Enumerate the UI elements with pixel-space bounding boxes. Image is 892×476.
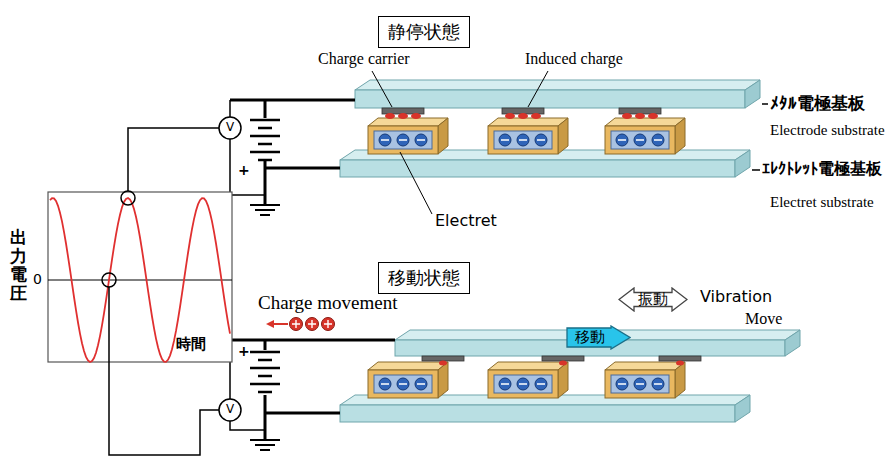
leader-lines-part bbox=[528, 71, 548, 107]
move-arrow: 移動 bbox=[566, 325, 631, 350]
top-state-assembly-part bbox=[745, 80, 760, 108]
node-text: 振動 bbox=[638, 290, 668, 309]
top-state-assembly-part bbox=[488, 118, 568, 154]
state-title-box: 移動状態 bbox=[378, 262, 470, 294]
moving-state-assembly-part bbox=[488, 362, 568, 398]
top-circuit-part bbox=[230, 99, 355, 102]
moving-circuit-part bbox=[265, 340, 340, 440]
node-text: 静停状態 bbox=[388, 20, 460, 44]
axis-label: 出力電圧 bbox=[10, 228, 27, 303]
oscilloscope-part bbox=[48, 192, 232, 362]
moving-state-assembly-part bbox=[422, 356, 464, 366]
top-circuit-part bbox=[230, 100, 265, 195]
oscilloscope-part bbox=[121, 191, 135, 205]
oscilloscope-part bbox=[109, 287, 219, 455]
moving-circuit-part bbox=[219, 399, 241, 421]
output-sine-wave bbox=[50, 198, 230, 362]
voltmeter-symbol: V bbox=[226, 403, 234, 417]
callout-label: Charge movement bbox=[258, 292, 397, 314]
arrow-shape bbox=[567, 326, 630, 349]
moving-state-assembly-part bbox=[785, 330, 800, 356]
polarity-sign: + bbox=[238, 343, 250, 359]
top-circuit-part bbox=[219, 117, 241, 139]
part-name: ｴﾚｸﾄﾚｯﾄ電極基板 bbox=[762, 160, 882, 178]
oscilloscope-part bbox=[48, 280, 232, 281]
moving-state-assembly-part bbox=[659, 356, 701, 366]
part-name: Electrode substrate bbox=[770, 122, 885, 139]
motion-label: Vibration bbox=[700, 288, 772, 306]
voltmeter-symbol: V bbox=[226, 121, 234, 135]
top-state-assembly bbox=[340, 80, 760, 177]
top-state-assembly-part bbox=[605, 118, 685, 154]
leader-lines-part bbox=[762, 103, 768, 105]
charge-movement-symbol-part bbox=[272, 323, 288, 325]
callout-label: Electret bbox=[435, 212, 497, 230]
axis-value: 0 bbox=[33, 271, 42, 287]
charge-movement-symbol-part bbox=[292, 320, 332, 328]
node-text: 移動 bbox=[575, 328, 605, 347]
top-state-assembly-part bbox=[340, 160, 735, 177]
oscilloscope-part bbox=[102, 273, 116, 287]
top-state-assembly-part bbox=[355, 90, 745, 108]
charge-movement-symbol bbox=[266, 318, 335, 331]
node-text: 移動状態 bbox=[388, 266, 460, 290]
top-state-assembly-part bbox=[382, 108, 424, 119]
polarity-sign: + bbox=[238, 162, 250, 178]
top-state-assembly-part bbox=[368, 118, 448, 154]
oscilloscope bbox=[48, 128, 232, 455]
top-state-assembly-part bbox=[355, 80, 760, 90]
callout-label: Charge carrier bbox=[318, 50, 410, 68]
moving-state-assembly-part bbox=[542, 356, 584, 366]
leader-lines-part bbox=[372, 71, 392, 107]
top-state-assembly-part bbox=[735, 150, 750, 177]
top-state-assembly-part bbox=[502, 108, 544, 119]
moving-state-assembly-part bbox=[368, 362, 448, 398]
part-name: Electret substrate bbox=[770, 194, 874, 211]
moving-circuit-part bbox=[230, 339, 395, 342]
part-name: ﾒﾀﾙ電極基板 bbox=[770, 94, 865, 114]
moving-circuit bbox=[219, 340, 395, 450]
axis-label: 時間 bbox=[176, 336, 206, 353]
moving-state-assembly-part bbox=[735, 395, 750, 422]
moving-circuit-part bbox=[250, 440, 280, 450]
arrow-shape bbox=[619, 288, 687, 311]
oscilloscope-part bbox=[128, 128, 219, 191]
moving-circuit-part bbox=[250, 352, 280, 392]
charge-movement-symbol-part bbox=[266, 320, 274, 328]
leader-lines-part bbox=[752, 169, 760, 171]
top-circuit bbox=[219, 100, 355, 215]
leader-lines-part bbox=[400, 152, 432, 214]
top-state-assembly-part bbox=[619, 108, 661, 119]
top-circuit-part bbox=[250, 205, 280, 215]
state-title-box: 静停状態 bbox=[378, 16, 470, 48]
vibration-arrow: 振動 bbox=[618, 287, 688, 312]
moving-state-assembly-part bbox=[605, 362, 685, 398]
callout-label: Induced charge bbox=[525, 50, 623, 68]
motion-label: Move bbox=[745, 310, 782, 328]
top-circuit-part bbox=[250, 120, 280, 160]
leader-lines bbox=[372, 71, 768, 214]
moving-state-assembly-part bbox=[340, 405, 735, 422]
